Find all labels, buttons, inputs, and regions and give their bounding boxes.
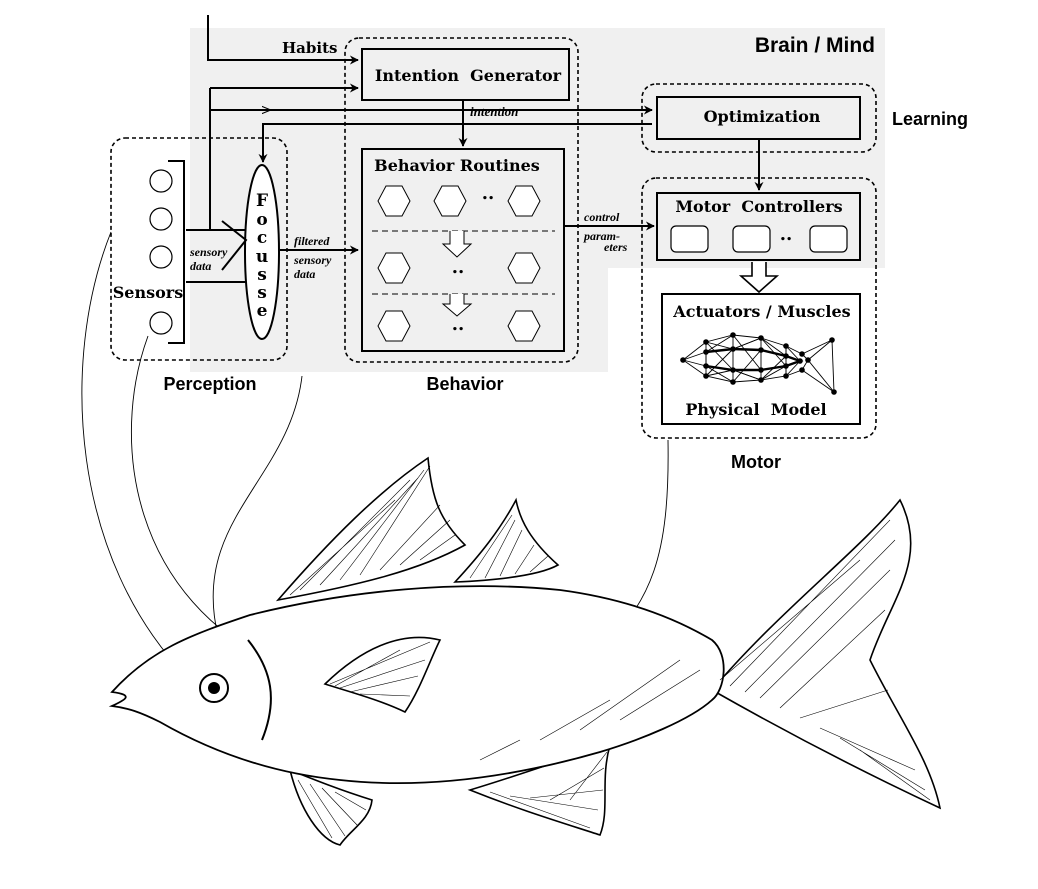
control-parameters-label: eters bbox=[604, 240, 628, 254]
control-parameters-label: control bbox=[584, 210, 620, 224]
fish-pupil bbox=[208, 682, 220, 694]
controllers-ellipsis: .. bbox=[780, 224, 793, 245]
focusser-letter: s bbox=[257, 265, 267, 285]
filtered-sensory-data-label: filtered bbox=[294, 234, 330, 248]
motor-controllers-label: Motor Controllers bbox=[675, 197, 842, 216]
routine-hexagon bbox=[507, 252, 541, 284]
habits-label: Habits bbox=[282, 39, 337, 57]
routine-hexagon bbox=[507, 310, 541, 342]
filtered-sensory-data-label: sensory bbox=[293, 253, 332, 267]
focusser-ellipse bbox=[244, 164, 280, 340]
controller-unit bbox=[809, 225, 848, 253]
sensors-label: Sensors bbox=[113, 283, 183, 302]
control-parameters-label: param- bbox=[583, 229, 620, 243]
tail-fin bbox=[710, 498, 942, 810]
pelvic-fin bbox=[288, 768, 373, 846]
routines-ellipsis-1: .. bbox=[482, 183, 495, 204]
routines-ellipsis-3: .. bbox=[452, 314, 465, 335]
sensor-icon bbox=[149, 311, 173, 335]
actuators-label: Actuators / Muscles bbox=[672, 302, 850, 321]
routine-hexagon bbox=[377, 252, 411, 284]
sensor-icon bbox=[149, 245, 173, 269]
behavior-group-outline bbox=[344, 37, 579, 363]
sensory-data-label: sensory bbox=[189, 245, 228, 259]
optimization-label: Optimization bbox=[704, 107, 821, 126]
routine-down-arrow-icon bbox=[441, 294, 473, 317]
motor-label: Motor bbox=[731, 452, 781, 472]
perception-label: Perception bbox=[163, 374, 256, 394]
fish-illustration bbox=[108, 456, 942, 846]
focusser-letter: u bbox=[256, 247, 268, 267]
filtered-sensory-data-label: data bbox=[294, 267, 315, 281]
optimization-box bbox=[656, 96, 861, 140]
focusser-letter: o bbox=[256, 210, 267, 230]
focusser-letter: F bbox=[256, 191, 268, 211]
second-dorsal-fin bbox=[453, 497, 560, 583]
anal-fin bbox=[467, 743, 612, 836]
routine-hexagon bbox=[433, 185, 467, 217]
connections bbox=[186, 15, 764, 283]
routines-ellipsis-2: .. bbox=[452, 257, 465, 278]
intention-generator-label: Intention Generator bbox=[375, 66, 562, 85]
controller-unit bbox=[670, 225, 709, 253]
routine-hexagons bbox=[377, 185, 541, 342]
routine-hexagon bbox=[377, 185, 411, 217]
controllers-to-actuators-arrow-icon bbox=[738, 262, 780, 294]
focusser-letter: e bbox=[257, 301, 268, 321]
pectoral-fin bbox=[323, 636, 442, 714]
sensor-icon bbox=[149, 169, 173, 193]
intention-generator-box bbox=[361, 48, 570, 101]
behavior-label: Behavior bbox=[426, 374, 503, 394]
spring-mass-fish-model bbox=[680, 332, 837, 395]
motor-group-outline bbox=[641, 177, 877, 439]
controller-unit bbox=[732, 225, 771, 253]
sensory-data-label: data bbox=[190, 259, 211, 273]
focusser-letter: c bbox=[257, 228, 267, 248]
routine-hexagon bbox=[507, 185, 541, 217]
brain-mind-title: Brain / Mind bbox=[755, 34, 875, 57]
behavior-routines-label: Behavior Routines bbox=[374, 156, 540, 175]
physical-model-label: Physical Model bbox=[685, 400, 826, 419]
routine-hexagon bbox=[377, 310, 411, 342]
sensor-array bbox=[149, 160, 185, 344]
sensor-icon bbox=[149, 207, 173, 231]
routine-down-arrow-icon bbox=[441, 231, 473, 258]
intention-label: intention bbox=[470, 104, 518, 119]
learning-label: Learning bbox=[892, 109, 968, 129]
focusser-letter: s bbox=[257, 283, 267, 303]
